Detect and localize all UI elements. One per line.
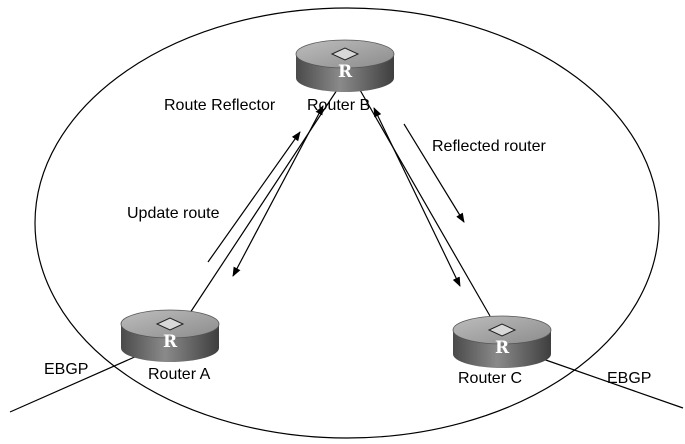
router-a-label: Router A (148, 366, 211, 383)
router-glyph: R (163, 332, 178, 352)
router-c: R (452, 315, 552, 368)
reflection-return-arrow-a (232, 105, 324, 277)
session-b-c (359, 89, 491, 317)
ebgp-link-right (539, 357, 684, 409)
router-c-label: Router C (458, 370, 522, 387)
route-reflector-label: Route Reflector (164, 97, 276, 114)
router-icon: R (452, 315, 552, 368)
as-boundary-ellipse (34, 7, 660, 439)
session-a-b (187, 89, 338, 317)
ebgp-right-label: EBGP (607, 370, 651, 387)
ebgp-left-label: EBGP (44, 361, 88, 378)
update-route-label: Update route (127, 205, 220, 222)
ebgp-link-left (9, 351, 147, 413)
reflected-router-label: Reflected router (432, 138, 547, 155)
router-glyph: R (495, 338, 510, 358)
router-icon: R (120, 309, 220, 362)
router-glyph: R (338, 62, 353, 82)
reflected-route-arrow-c (373, 107, 461, 287)
router-a: R (120, 309, 220, 362)
router-icon: R (295, 39, 395, 92)
update-route-arrow (207, 131, 301, 263)
router-b: R (295, 39, 395, 92)
router-b-label: Router B (307, 97, 370, 114)
reflected-router-arrow (403, 123, 465, 223)
